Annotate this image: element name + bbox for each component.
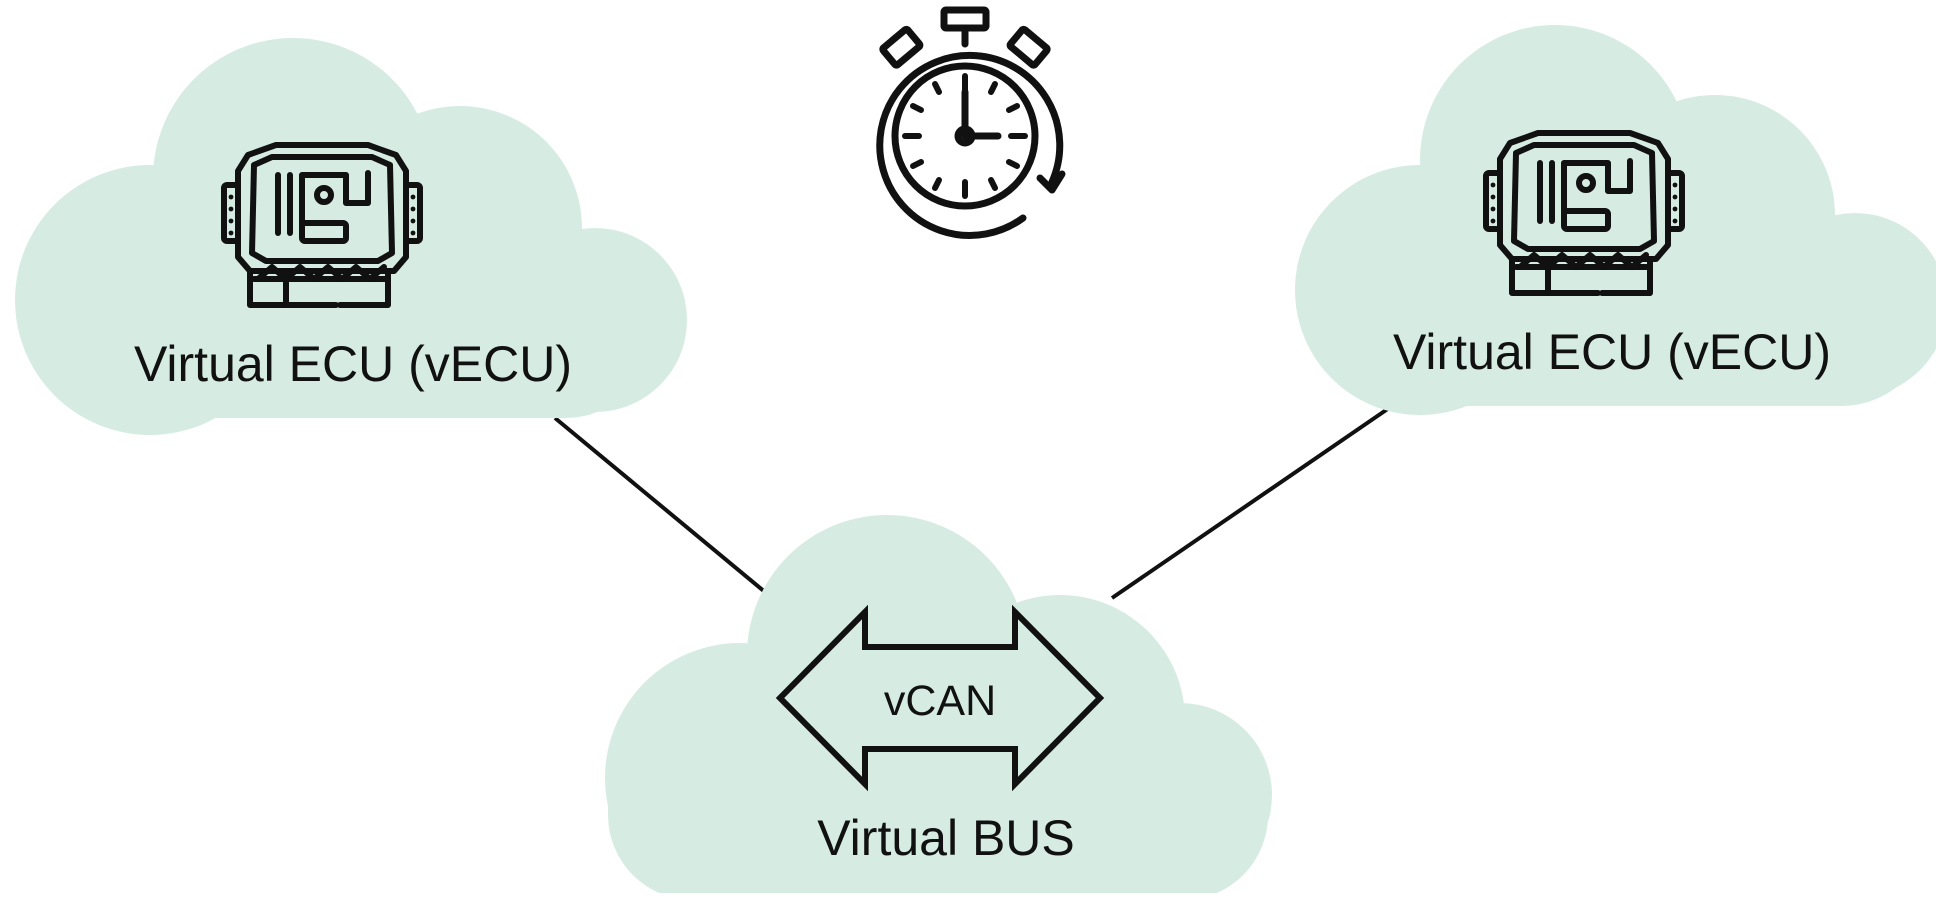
stopwatch-icon	[876, 6, 1066, 239]
bus-label: Virtual BUS	[817, 810, 1075, 866]
ecu-right-label: Virtual ECU (vECU)	[1393, 324, 1831, 380]
ecu-left-label: Virtual ECU (vECU)	[134, 336, 572, 392]
cloud-left	[15, 38, 687, 435]
ecu-chip-icon	[221, 142, 423, 308]
ecu-chip-icon	[1483, 130, 1685, 296]
edge-left-ecu-to-bus	[553, 416, 767, 594]
vcan-label: vCAN	[884, 677, 996, 725]
double-arrow-icon	[775, 604, 1105, 792]
edge-right-ecu-to-bus	[1110, 404, 1394, 600]
